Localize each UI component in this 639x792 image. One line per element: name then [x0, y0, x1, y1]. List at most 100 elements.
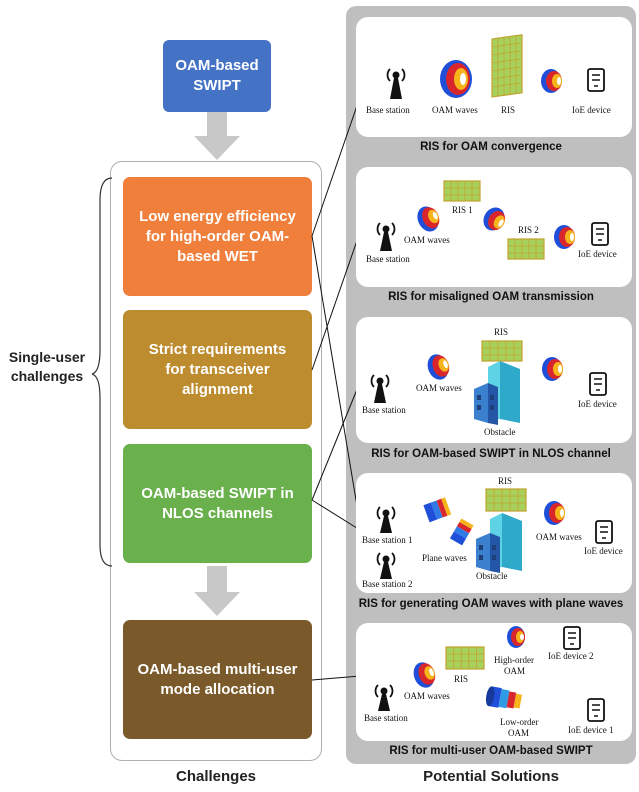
- p5-label-oam: OAM waves: [404, 691, 450, 701]
- panel-misaligned-oam: RIS 1 RIS 2 OAM waves Base station IoE d…: [356, 167, 632, 287]
- p1-label-ioe: IoE device: [572, 105, 611, 115]
- p4-label-bs1: Base station 1: [362, 535, 413, 545]
- p2-label-ris2: RIS 2: [518, 225, 539, 235]
- base-station-2-icon: [376, 552, 396, 579]
- oam-wave-icon: [544, 501, 565, 525]
- p1-label-oam: OAM waves: [432, 105, 478, 115]
- ioe-device-icon: [595, 520, 613, 544]
- oam-wave-icon: [440, 60, 472, 98]
- p1-label-bs: Base station: [366, 105, 410, 115]
- base-station-1-icon: [376, 506, 396, 533]
- caption-plane-waves: RIS for generating OAM waves with plane …: [358, 598, 624, 610]
- p5-label-high: High-order: [494, 655, 534, 665]
- line-c1-p4: [311, 235, 361, 525]
- p1-label-ris: RIS: [501, 105, 516, 115]
- challenge-1-line3: based WET: [177, 247, 258, 265]
- oam-wave-middle-icon: [483, 207, 506, 231]
- p4-label-oam: OAM waves: [536, 532, 582, 542]
- top-box-line1: OAM-based: [175, 57, 259, 74]
- ris-panel-icon: [485, 488, 527, 512]
- challenge-1-line2: for high-order OAM-: [145, 227, 290, 245]
- p2-label-ioe: IoE device: [578, 249, 617, 259]
- ioe-device-icon: [587, 68, 605, 92]
- base-station-icon: [376, 222, 396, 251]
- obstacle-building-icon: [476, 513, 522, 573]
- challenge-low-energy-efficiency: Low energy efficiency for high-order OAM…: [123, 177, 312, 296]
- oam-wave-icon: [427, 354, 450, 380]
- caption-nlos-channel: RIS for OAM-based SWIPT in NLOS channel: [371, 448, 611, 460]
- p4-label-ris: RIS: [498, 476, 513, 486]
- challenge-transceiver-alignment: Strict requirements for transceiver alig…: [123, 310, 312, 429]
- panel-plane-waves: RIS Base station 1 Plane waves Base stat…: [356, 473, 632, 593]
- challenge-2-line3: alignment: [182, 380, 253, 398]
- challenge-multi-user-mode-allocation: OAM-based multi-user mode allocation: [123, 620, 312, 739]
- oam-wave-icon: [413, 662, 436, 688]
- base-station-icon: [374, 684, 394, 711]
- caption-multi-user: RIS for multi-user OAM-based SWIPT: [389, 745, 593, 757]
- p5-label-bs: Base station: [364, 713, 408, 723]
- ioe-device-2-icon: [563, 626, 581, 650]
- single-user-line1: Single-user: [8, 349, 86, 365]
- p2-label-bs: Base station: [366, 254, 410, 264]
- p5-label-low2: OAM: [508, 728, 530, 738]
- p3-label-bs: Base station: [362, 405, 406, 415]
- oam-wave-icon: [417, 206, 440, 232]
- panel-oam-convergence: Base station OAM waves RIS IoE device: [356, 17, 632, 137]
- high-order-oam-icon: [507, 626, 525, 648]
- oam-wave-small-icon: [541, 69, 562, 93]
- ris-panel-icon: [481, 340, 523, 362]
- ris-1-icon: [443, 180, 481, 202]
- line-c3-p3: [311, 381, 361, 501]
- single-user-label: Single-user challenges: [2, 348, 92, 386]
- p5-label-ioe2: IoE device 2: [548, 651, 594, 661]
- line-c1-p1: [311, 96, 361, 237]
- top-box-oam-swipt: OAM-based SWIPT: [163, 40, 271, 112]
- challenge-2-line2: for transceiver: [165, 360, 270, 378]
- p5-label-ris: RIS: [454, 674, 469, 684]
- ioe-device-icon: [589, 372, 607, 396]
- top-box-line2: SWIPT: [193, 77, 241, 94]
- down-arrow-top: [194, 112, 240, 160]
- challenge-1-line1: Low energy efficiency: [139, 207, 296, 225]
- p3-label-ris: RIS: [494, 327, 509, 337]
- line-c4-p5: [311, 675, 361, 681]
- base-station-icon: [386, 68, 406, 99]
- p4-label-ioe: IoE device: [584, 546, 623, 556]
- caption-oam-convergence: RIS for OAM convergence: [420, 141, 562, 153]
- challenges-frame: [110, 161, 322, 761]
- p2-label-ris1: RIS 1: [452, 205, 473, 215]
- ioe-device-1-icon: [587, 698, 605, 722]
- ris-2-icon: [507, 238, 545, 260]
- p3-label-oam: OAM waves: [416, 383, 462, 393]
- panel-multi-user: RIS High-order OAM IoE device 2 OAM wave…: [356, 623, 632, 741]
- p5-label-ioe1: IoE device 1: [568, 725, 614, 735]
- challenge-2-line1: Strict requirements: [148, 340, 287, 358]
- p5-label-low: Low-order: [500, 717, 539, 727]
- line-c2-p2: [311, 231, 361, 371]
- low-order-oam-icon: [485, 686, 522, 709]
- challenge-4-line2: mode allocation: [160, 680, 275, 698]
- obstacle-building-icon: [474, 361, 520, 425]
- line-c3-p4: [311, 499, 361, 531]
- ris-panel-icon: [491, 34, 523, 98]
- ris-panel-icon: [445, 646, 485, 670]
- brace-path: [91, 177, 113, 567]
- p4-label-obstacle: Obstacle: [476, 571, 508, 581]
- base-station-icon: [370, 374, 390, 403]
- oam-wave-right-icon: [554, 225, 575, 249]
- p2-label-oam: OAM waves: [404, 235, 450, 245]
- plane-wave-upper-icon: [423, 497, 452, 523]
- oam-wave-right-icon: [542, 357, 563, 381]
- ioe-device-icon: [591, 222, 609, 246]
- footer-challenges: Challenges: [175, 768, 257, 785]
- challenge-3-line1: OAM-based SWIPT in: [141, 484, 294, 502]
- p4-label-plane: Plane waves: [422, 553, 467, 563]
- p5-label-high2: OAM: [504, 666, 526, 676]
- challenge-4-line1: OAM-based multi-user: [137, 660, 298, 678]
- p4-label-bs2: Base station 2: [362, 579, 413, 589]
- challenge-nlos-channels: OAM-based SWIPT in NLOS channels: [123, 444, 312, 563]
- challenge-3-line2: NLOS channels: [162, 504, 273, 522]
- down-arrow-bottom: [194, 566, 240, 616]
